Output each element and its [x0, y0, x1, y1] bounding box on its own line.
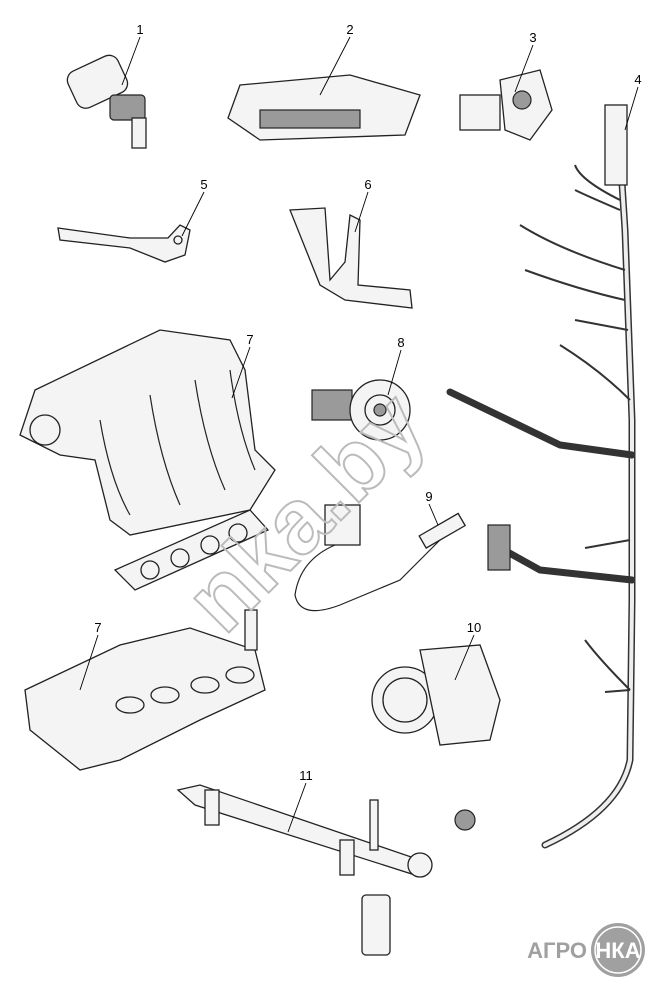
logo-left-text: АГРО — [527, 938, 587, 963]
callout-1: 1 — [136, 22, 143, 37]
part-9-oxygen-sensor — [294, 503, 467, 612]
part-7-intake-manifold-lower — [24, 609, 266, 771]
part-2-ecu — [227, 36, 421, 141]
callout-labels: 1 2 3 4 5 6 7 8 9 10 7 11 — [94, 22, 641, 783]
callout-3: 3 — [529, 30, 536, 45]
callout-5: 5 — [200, 177, 207, 192]
logo-right-text: НКА — [595, 938, 640, 963]
callout-9: 9 — [425, 489, 432, 504]
agronka-logo: АГРО НКА — [527, 923, 645, 977]
part-6-bracket — [289, 191, 413, 309]
part-8-sensor — [311, 349, 411, 441]
part-gasket — [113, 509, 270, 591]
part-7-intake-manifold-upper — [19, 329, 276, 536]
part-5-bracket — [57, 191, 205, 263]
part-1-idle-valve — [66, 36, 147, 149]
callout-2: 2 — [346, 22, 353, 37]
callout-6: 6 — [364, 177, 371, 192]
callout-11: 11 — [299, 768, 313, 783]
part-4-wiring-harness — [446, 86, 639, 849]
callout-7-lower: 7 — [94, 620, 101, 635]
part-3-tps — [459, 44, 553, 141]
callout-8: 8 — [397, 335, 404, 350]
part-11-fuel-rail — [176, 782, 476, 956]
part-10-throttle-body — [371, 634, 501, 746]
callout-4: 4 — [634, 72, 641, 87]
callout-10: 10 — [467, 620, 481, 635]
callout-7-upper: 7 — [246, 332, 253, 347]
